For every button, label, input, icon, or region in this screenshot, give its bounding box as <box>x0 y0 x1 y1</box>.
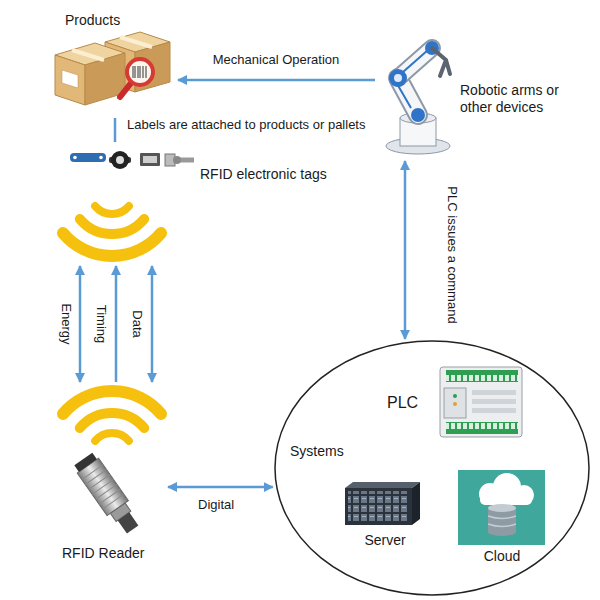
magnifier-part <box>120 83 131 97</box>
connector-label: Timing <box>93 303 109 346</box>
server-rack-part <box>345 488 412 525</box>
robotic-arm-part <box>432 48 450 76</box>
rfid-reader-device-part <box>118 512 139 533</box>
cloud-storage-icon <box>458 470 545 545</box>
system-boundary: Systems PLC ServerCloud <box>274 340 590 596</box>
cardboard-boxes-part <box>72 50 104 60</box>
robotic-arm-part <box>394 74 402 82</box>
plc-module-part <box>453 394 457 398</box>
signal-waves-part <box>80 219 144 234</box>
rfid-reader-device <box>73 452 144 537</box>
robotic-arm-part <box>389 69 407 87</box>
flow-arrow <box>404 161 407 339</box>
node-label: PLC <box>387 393 418 412</box>
plc-module-part <box>446 370 518 382</box>
boundary-outline <box>274 340 590 596</box>
cloud-storage-icon-part <box>488 516 516 527</box>
flow-arrow <box>79 266 82 382</box>
flow-arrow <box>115 266 118 382</box>
rfid-reader-device-part <box>74 453 97 472</box>
node-label: Server <box>340 532 430 549</box>
rfid-tag-icons-part <box>116 156 124 164</box>
cloud-storage-icon-part <box>488 504 516 512</box>
boundary-ellipse <box>275 341 589 595</box>
cardboard-boxes-part <box>55 55 85 105</box>
device-group: Robotic arms or other devices <box>378 30 578 158</box>
signal-waves-part <box>63 233 161 256</box>
robotic-arm <box>386 41 450 154</box>
tag-group: RFID electronic tags <box>55 145 340 263</box>
reader-unit: RFID Reader <box>45 385 165 565</box>
cardboard-boxes-part <box>62 70 78 88</box>
signal-waves-part <box>63 391 161 414</box>
rfid-tag-icons-part <box>73 156 77 160</box>
connector-label: Labels are attached to products or palle… <box>125 117 367 133</box>
magnifier <box>120 59 153 97</box>
rfid-tag-icons-part <box>173 156 181 164</box>
cloud-unit: Cloud <box>452 466 555 568</box>
signal-waves-part <box>95 433 129 441</box>
plc-module-part <box>446 422 518 434</box>
node-label: RFID Reader <box>62 545 144 562</box>
plc-module-part <box>472 390 516 395</box>
connector-label: Data <box>129 308 145 339</box>
robotic-arm-part <box>411 108 425 122</box>
plc-unit: PLC <box>382 362 527 440</box>
signal-waves <box>63 206 161 441</box>
product-group: Products <box>40 8 175 115</box>
magnifier-part <box>133 66 146 78</box>
rfid-tag-icons-part <box>111 151 129 169</box>
plc-module-part <box>453 402 457 406</box>
node-label: Cloud <box>452 548 552 565</box>
cloud-storage-icon-part <box>488 528 516 536</box>
rfid-tag-icons-part <box>143 156 157 163</box>
connector-label: Energy <box>58 301 74 346</box>
node-label: Products <box>65 12 120 29</box>
plc-module-part <box>472 408 516 413</box>
robotic-arm-part <box>403 50 428 72</box>
rfid-tag-icons <box>70 151 194 169</box>
connector-label: PLC issues a command <box>444 184 460 325</box>
plc-module-part <box>446 370 518 382</box>
flow-arrow <box>114 118 117 142</box>
signal-waves-part <box>95 206 129 214</box>
plc-module-part <box>444 388 466 418</box>
plc-module <box>440 367 522 437</box>
plc-module-part <box>440 367 522 437</box>
cardboard-boxes-part <box>120 37 152 47</box>
node-label: Robotic arms or other devices <box>460 82 575 116</box>
rfid-tag-icons-part <box>99 156 103 160</box>
cardboard-boxes <box>55 32 170 105</box>
plc-module-part <box>472 399 516 404</box>
plc-module-part <box>446 422 518 434</box>
server-rack-part <box>348 491 409 522</box>
signal-waves-part <box>80 413 144 428</box>
rfid-tag-icons-part <box>70 153 106 162</box>
flow-arrow <box>151 266 154 382</box>
server-rack-part <box>412 482 420 525</box>
server-rack-part <box>345 482 420 488</box>
rfid-reader-device-part <box>82 465 124 509</box>
connector-label: Mechanical Operation <box>211 52 341 68</box>
cloud-storage-icon-part <box>458 470 545 545</box>
flow-arrow <box>168 486 273 489</box>
cloud-storage-icon-part <box>480 494 532 505</box>
flow-arrow <box>178 79 375 82</box>
magnifier-part <box>127 59 153 85</box>
server-unit: Server <box>340 478 433 553</box>
server-rack <box>345 482 420 525</box>
node-label: RFID electronic tags <box>200 166 327 183</box>
connector-label: Digital <box>196 497 236 513</box>
rfid-tag-icons-part <box>140 153 160 166</box>
node-label: Systems <box>290 443 344 460</box>
